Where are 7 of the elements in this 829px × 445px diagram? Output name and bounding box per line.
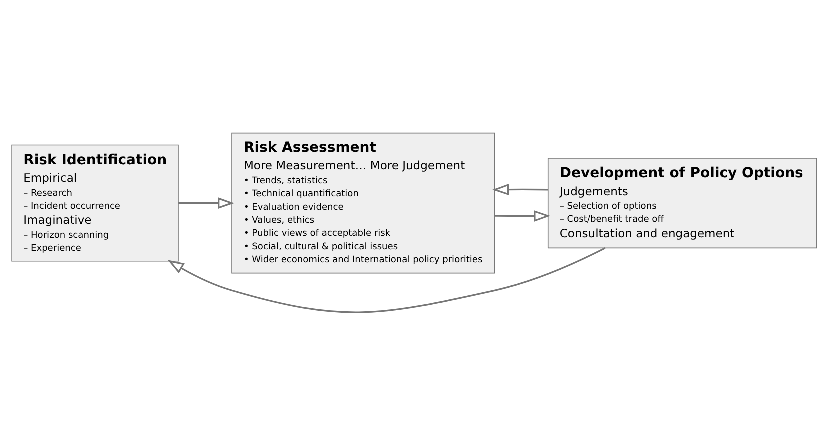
arrow [168, 247, 606, 313]
arrow [178, 197, 235, 209]
arrow [492, 183, 548, 196]
arrow [495, 210, 551, 222]
node-box: Development of Policy Options Judgements – Selection of options – Cost/benefit trade off Consultation and engagement [548, 158, 818, 248]
node-box: Risk Identification Empirical – Research – Incident occurrence Imaginative – Horizon scanning – Experience [12, 144, 179, 262]
node-box: Risk Assessment More Measurement… More Judgement • Trends, statistics • Technical quantification • Evaluation evidence • Values, ethics • Public views of acceptable risk • Social, cultural & political issues • Wider economics and International policy priorities [232, 132, 496, 274]
